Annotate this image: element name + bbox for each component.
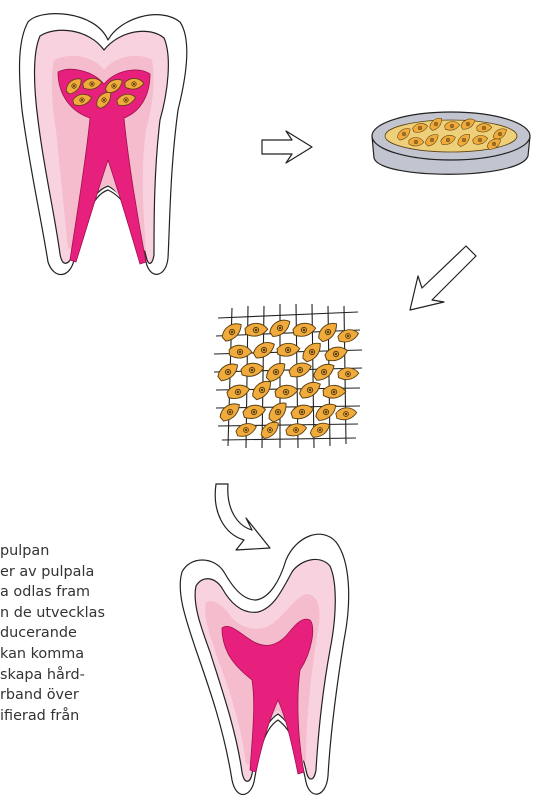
caption-line: ifierad från — [0, 706, 190, 727]
caption-text: pulpan er av pulpala a odlas fram n de u… — [0, 541, 190, 726]
caption-line: a odlas fram — [0, 582, 190, 603]
arrow-down-left-icon — [410, 246, 476, 310]
caption-line: n de utvecklas — [0, 603, 190, 624]
caption-line: ducerande — [0, 623, 190, 644]
caption-line: kan komma — [0, 644, 190, 665]
arrow-right-icon — [262, 131, 312, 163]
caption-line: pulpan — [0, 541, 190, 562]
curved-arrow-down-icon — [215, 484, 270, 550]
caption-line: rband över — [0, 685, 190, 706]
caption-line: skapa hård- — [0, 665, 190, 686]
extracted-tooth-icon — [20, 14, 187, 275]
caption-line: er av pulpala — [0, 562, 190, 583]
cell-scaffold-grid-icon — [214, 304, 362, 448]
damaged-tooth-icon — [180, 534, 348, 794]
petri-dish-with-cells-icon — [372, 112, 530, 174]
